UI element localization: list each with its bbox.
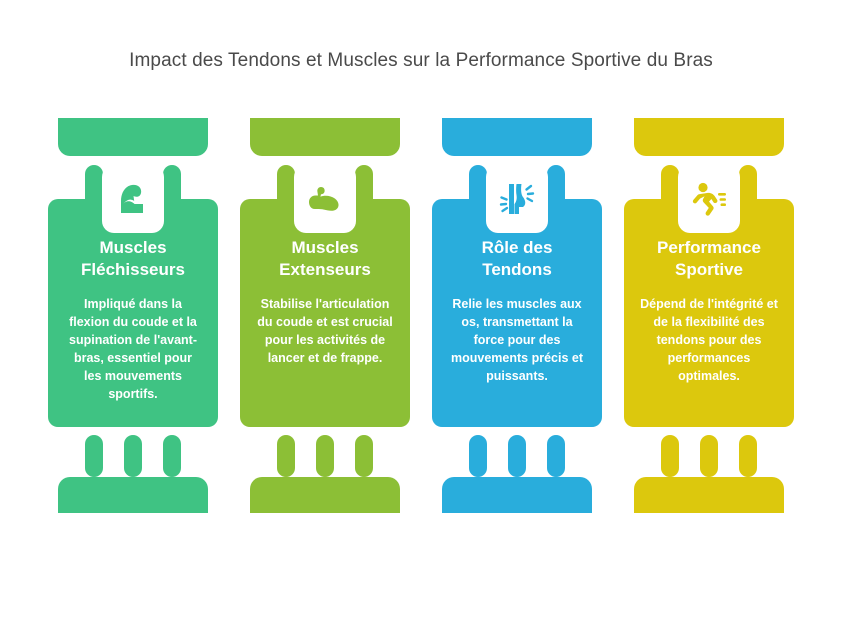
column-role-des-tendons[interactable]: Rôle des Tendons Relie les muscles aux o… xyxy=(432,118,602,568)
top-cap-bar xyxy=(442,118,592,156)
muscle-stripe xyxy=(124,435,142,477)
card-description: Stabilise l'articulation du coude et est… xyxy=(257,297,393,365)
content-card[interactable]: Muscles Fléchisseurs Impliqué dans la fl… xyxy=(48,165,218,427)
muscle-stripe xyxy=(547,435,565,477)
top-cap-bar xyxy=(634,118,784,156)
bottom-stripes-group xyxy=(277,435,373,477)
bottom-stripes-group xyxy=(661,435,757,477)
muscle-stripe xyxy=(277,435,295,477)
tendon-strands-icon xyxy=(486,165,548,233)
muscle-stripe xyxy=(163,435,181,477)
content-card[interactable]: Muscles Extenseurs Stabilise l'articulat… xyxy=(240,165,410,427)
muscle-stripe xyxy=(316,435,334,477)
content-card[interactable]: Rôle des Tendons Relie les muscles aux o… xyxy=(432,165,602,427)
columns-container: Muscles Fléchisseurs Impliqué dans la fl… xyxy=(48,118,794,568)
card-description: Impliqué dans la flexion du coude et la … xyxy=(69,297,197,401)
page-title: Impact des Tendons et Muscles sur la Per… xyxy=(129,50,713,71)
card-title: Muscles Extenseurs xyxy=(279,238,371,279)
bottom-cap-bar xyxy=(250,477,400,513)
muscle-stripe xyxy=(85,435,103,477)
running-figure-icon xyxy=(678,165,740,233)
top-cap-bar xyxy=(58,118,208,156)
bottom-cap-bar xyxy=(634,477,784,513)
muscle-stripe xyxy=(739,435,757,477)
muscle-stripe xyxy=(508,435,526,477)
bottom-cap-bar xyxy=(58,477,208,513)
card-description: Dépend de l'intégrité et de la flexibili… xyxy=(640,297,778,383)
bottom-stripes-group xyxy=(85,435,181,477)
card-description: Relie les muscles aux os, transmettant l… xyxy=(451,297,583,383)
card-title: Performance Sportive xyxy=(657,238,761,279)
card-title: Muscles Fléchisseurs xyxy=(81,238,185,279)
column-muscles-extenseurs[interactable]: Muscles Extenseurs Stabilise l'articulat… xyxy=(240,118,410,568)
muscle-stripe xyxy=(661,435,679,477)
top-cap-bar xyxy=(250,118,400,156)
flexed-bicep-icon xyxy=(102,165,164,233)
relaxed-bicep-icon xyxy=(294,165,356,233)
column-muscles-flechisseurs[interactable]: Muscles Fléchisseurs Impliqué dans la fl… xyxy=(48,118,218,568)
muscle-stripe xyxy=(355,435,373,477)
column-performance-sportive[interactable]: Performance Sportive Dépend de l'intégri… xyxy=(624,118,794,568)
muscle-stripe xyxy=(700,435,718,477)
content-card[interactable]: Performance Sportive Dépend de l'intégri… xyxy=(624,165,794,427)
muscle-stripe xyxy=(469,435,487,477)
bottom-stripes-group xyxy=(469,435,565,477)
bottom-cap-bar xyxy=(442,477,592,513)
card-title: Rôle des Tendons xyxy=(481,238,553,279)
